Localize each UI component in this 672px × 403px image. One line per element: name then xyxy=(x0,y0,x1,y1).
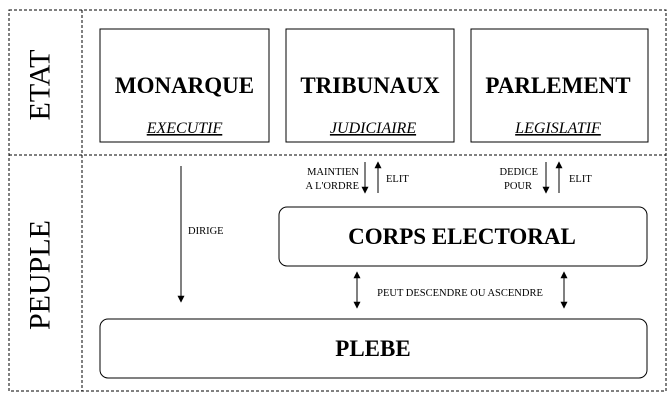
box-corps-electoral: CORPS ELECTORAL xyxy=(278,206,648,267)
section-label-etat: ETAT xyxy=(24,50,57,121)
label-maintien-line2: A L'ORDRE xyxy=(305,181,359,192)
box-parlement-subtitle: LEGISLATIF xyxy=(514,120,601,137)
box-monarque: MONARQUE EXECUTIF xyxy=(99,28,270,143)
box-monarque-title: MONARQUE xyxy=(115,73,254,98)
box-tribunaux-title: TRIBUNAUX xyxy=(300,73,440,98)
box-plebe: PLEBE xyxy=(99,318,648,379)
label-elit-tribunaux: ELIT xyxy=(386,174,409,185)
section-label-peuple: PEUPLE xyxy=(24,220,57,330)
box-parlement: PARLEMENT LEGISLATIF xyxy=(470,28,649,143)
label-dedice-line2: POUR xyxy=(504,181,532,192)
box-tribunaux: TRIBUNAUX JUDICIAIRE xyxy=(285,28,455,143)
box-parlement-title: PARLEMENT xyxy=(485,73,630,98)
label-dedice-line1: DEDICE xyxy=(500,167,539,178)
frame xyxy=(8,9,667,392)
outer-frame xyxy=(8,9,667,392)
label-maintien-line1: MAINTIEN xyxy=(307,167,359,178)
box-corps-electoral-title: CORPS ELECTORAL xyxy=(348,224,576,249)
box-tribunaux-subtitle: JUDICIAIRE xyxy=(330,120,416,137)
label-peut-descendre: PEUT DESCENDRE OU ASCENDRE xyxy=(377,288,543,299)
box-monarque-subtitle: EXECUTIF xyxy=(146,120,223,137)
box-plebe-title: PLEBE xyxy=(335,336,410,361)
label-dirige: DIRIGE xyxy=(188,226,224,237)
label-elit-parlement: ELIT xyxy=(569,174,592,185)
